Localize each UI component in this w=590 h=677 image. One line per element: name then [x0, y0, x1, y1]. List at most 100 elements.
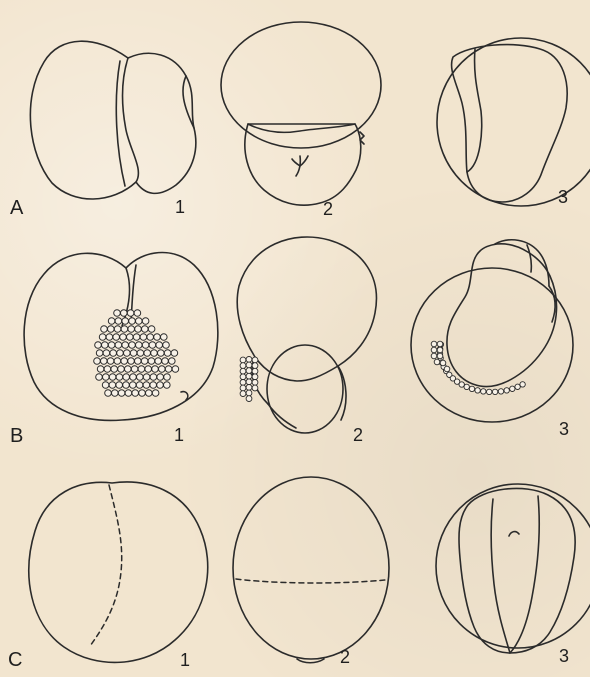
- b1-cell: [141, 358, 148, 365]
- b1-cell: [164, 382, 171, 389]
- b1-cell: [157, 374, 164, 381]
- b1-cell: [131, 366, 138, 373]
- b1-cell: [135, 358, 142, 365]
- b3-cell: [520, 382, 525, 387]
- b1-cell: [140, 334, 147, 341]
- b1-cell: [135, 326, 142, 333]
- b1-cell: [133, 334, 140, 341]
- b2-cell: [252, 368, 258, 374]
- b1-cell: [121, 326, 128, 333]
- b1-cell: [102, 382, 109, 389]
- b1-cell: [143, 382, 150, 389]
- b2-cell: [252, 357, 258, 363]
- b3-cell-arc: [431, 341, 525, 394]
- b1-cell: [171, 350, 178, 357]
- b2-cell: [252, 363, 258, 369]
- b1-cell: [96, 350, 103, 357]
- b2-cell: [246, 373, 252, 379]
- panel-a2-embryo: [221, 22, 381, 205]
- b1-cell: [106, 334, 113, 341]
- b1-cell: [162, 358, 169, 365]
- b1-cell: [109, 374, 116, 381]
- b1-cell: [157, 382, 164, 389]
- b2-cell: [252, 380, 258, 386]
- b1-cell: [159, 366, 166, 373]
- b1-cell: [123, 374, 130, 381]
- b2-cell: [252, 385, 258, 391]
- b2-cell: [240, 391, 246, 397]
- b1-cell: [145, 366, 152, 373]
- b1-cell: [156, 342, 163, 349]
- panel-number-c2: 2: [340, 648, 350, 666]
- b1-cell: [115, 342, 122, 349]
- b1-cell: [116, 374, 123, 381]
- b2-cell: [240, 368, 246, 374]
- b1-cell: [105, 390, 112, 397]
- b2-cell: [240, 380, 246, 386]
- b1-cell: [136, 318, 143, 325]
- panel-number-b1: 1: [174, 426, 184, 444]
- b1-cell: [96, 374, 103, 381]
- b1-cell: [125, 390, 132, 397]
- b1-cell: [95, 342, 102, 349]
- b1-cell: [122, 318, 129, 325]
- b1-cell: [117, 350, 124, 357]
- row-b: [24, 237, 573, 433]
- b2-cell: [240, 374, 246, 380]
- b1-cell: [108, 318, 115, 325]
- panel-a1-embryo: [30, 41, 195, 199]
- b1-cell: [118, 390, 125, 397]
- b1-cell: [136, 382, 143, 389]
- panel-b1-embryo: [24, 253, 218, 421]
- panel-c3-embryo: [436, 484, 590, 653]
- b1-cell: [163, 342, 170, 349]
- b1-cell: [142, 326, 149, 333]
- row-label-b: B: [10, 426, 23, 446]
- b3-cell: [431, 347, 437, 353]
- b1-cell: [148, 358, 155, 365]
- b1-cell: [111, 366, 118, 373]
- b1-cell: [169, 358, 176, 365]
- b1-cell: [132, 390, 139, 397]
- b2-cell: [240, 385, 246, 391]
- row-label-c: C: [8, 650, 22, 670]
- b1-cell: [120, 334, 127, 341]
- b3-cell: [459, 382, 464, 387]
- panel-number-a3: 3: [558, 188, 568, 206]
- b1-cell: [130, 374, 137, 381]
- b3-cell: [515, 384, 520, 389]
- b1-cell: [125, 366, 132, 373]
- b2-cell: [246, 357, 252, 363]
- b2-cell: [240, 357, 246, 363]
- b1-cell: [121, 358, 128, 365]
- b1-cell: [155, 358, 162, 365]
- b3-cell: [444, 366, 450, 372]
- b1-cell: [164, 350, 171, 357]
- b3-cell: [498, 389, 503, 394]
- b1-cell: [142, 318, 149, 325]
- b1-cell: [144, 350, 151, 357]
- b1-cell: [164, 374, 171, 381]
- b1-cell: [130, 350, 137, 357]
- b3-cell: [437, 341, 443, 347]
- b1-cell: [172, 366, 179, 373]
- b2-cell: [246, 390, 252, 396]
- b1-cell: [149, 342, 156, 349]
- b3-cell: [469, 386, 474, 391]
- b1-cell: [103, 374, 110, 381]
- b1-cell: [146, 390, 153, 397]
- panel-number-c1: 1: [180, 651, 190, 669]
- b1-cell: [137, 350, 144, 357]
- b3-cell: [437, 353, 443, 359]
- b3-cell: [464, 384, 469, 389]
- b1-cell: [124, 350, 131, 357]
- b1-cell: [103, 350, 110, 357]
- b1-cell: [150, 382, 157, 389]
- b2-cell: [246, 362, 252, 368]
- b1-cell: [150, 374, 157, 381]
- b1-cell: [122, 342, 129, 349]
- panel-number-a2: 2: [323, 200, 333, 218]
- panel-a3-embryo: [437, 38, 590, 206]
- b2-cell-cluster: [240, 357, 258, 402]
- b1-cell: [138, 366, 145, 373]
